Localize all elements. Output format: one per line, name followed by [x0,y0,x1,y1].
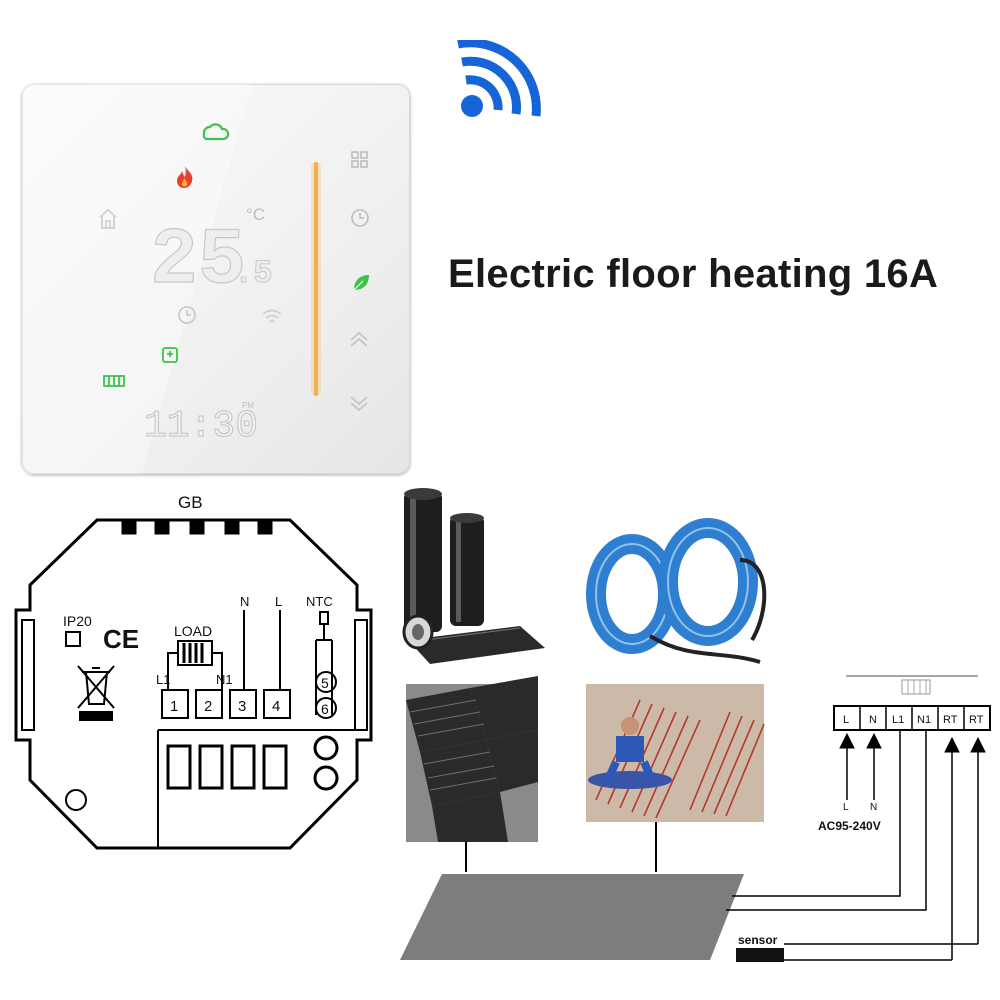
clock-period: PM [242,401,254,410]
model-label: GB [178,493,203,512]
menu-icon[interactable] [351,151,368,168]
temperature-value: 25 [150,216,246,307]
weee-bin-icon [77,665,115,721]
home-icon[interactable] [99,208,117,229]
terminal-5: 5 [321,675,329,691]
terminal-4: 4 [272,698,280,715]
wifi-status-icon [262,309,282,323]
ntc-label: NTC [306,594,333,609]
clock-time: 11:30 [144,405,258,448]
clock-icon[interactable] [351,209,369,227]
chevron-up-icon[interactable] [350,331,368,347]
ce-mark: CE [103,624,139,654]
terminal-2: 2 [204,698,212,715]
l1-label: L1 [156,672,170,687]
wifi-icon [457,40,541,117]
ip-rating-label: IP20 [63,613,92,629]
flame-icon [177,166,193,188]
terminal-label-l: L [843,714,849,726]
heating-cable-floor-photo [586,684,765,822]
temperature-unit: °C [246,205,265,224]
heating-film-image [402,488,545,664]
chevron-down-icon[interactable] [350,396,368,412]
leaf-icon[interactable] [353,275,369,291]
terminal-3: 3 [238,698,246,715]
heating-film-floor-photo [406,676,538,842]
input-n-label: N [870,802,877,813]
level-bar [314,162,318,396]
back-panel-diagram: GB IP20 CE LOAD L1 N1 N L NTC [14,493,373,850]
terminal-label-rt-2: RT [969,714,984,726]
terminal-block: L N L1 N1 RT RT L N AC95-240V sensor [726,675,991,962]
schedule-icon [178,306,196,324]
thermostat-display: 25 .5 °C [22,84,369,474]
terminal-6: 6 [321,701,329,717]
temperature-decimal: .5 [234,255,272,292]
terminal-label-l1: L1 [892,714,904,726]
input-l-label: L [843,802,849,813]
child-lock-icon [162,347,178,363]
product-headline: Electric floor heating 16A [448,252,939,296]
l-label: L [275,594,282,609]
heated-floor [400,874,744,960]
n1-label: N1 [216,672,233,687]
load-label: LOAD [174,623,212,639]
terminal-label-n1: N1 [917,714,931,726]
supply-voltage-label: AC95-240V [818,819,881,833]
heating-cable-image [586,518,767,664]
terminal-label-rt-1: RT [943,714,958,726]
terminal-label-n: N [869,714,877,726]
sensor-probe [736,948,784,962]
n-label: N [240,594,249,609]
terminal-1: 1 [170,698,178,715]
cloud-icon [202,123,230,141]
window-icon [103,375,125,387]
thermostat-panel: 25 .5 °C [22,84,410,474]
sensor-label: sensor [738,933,778,947]
